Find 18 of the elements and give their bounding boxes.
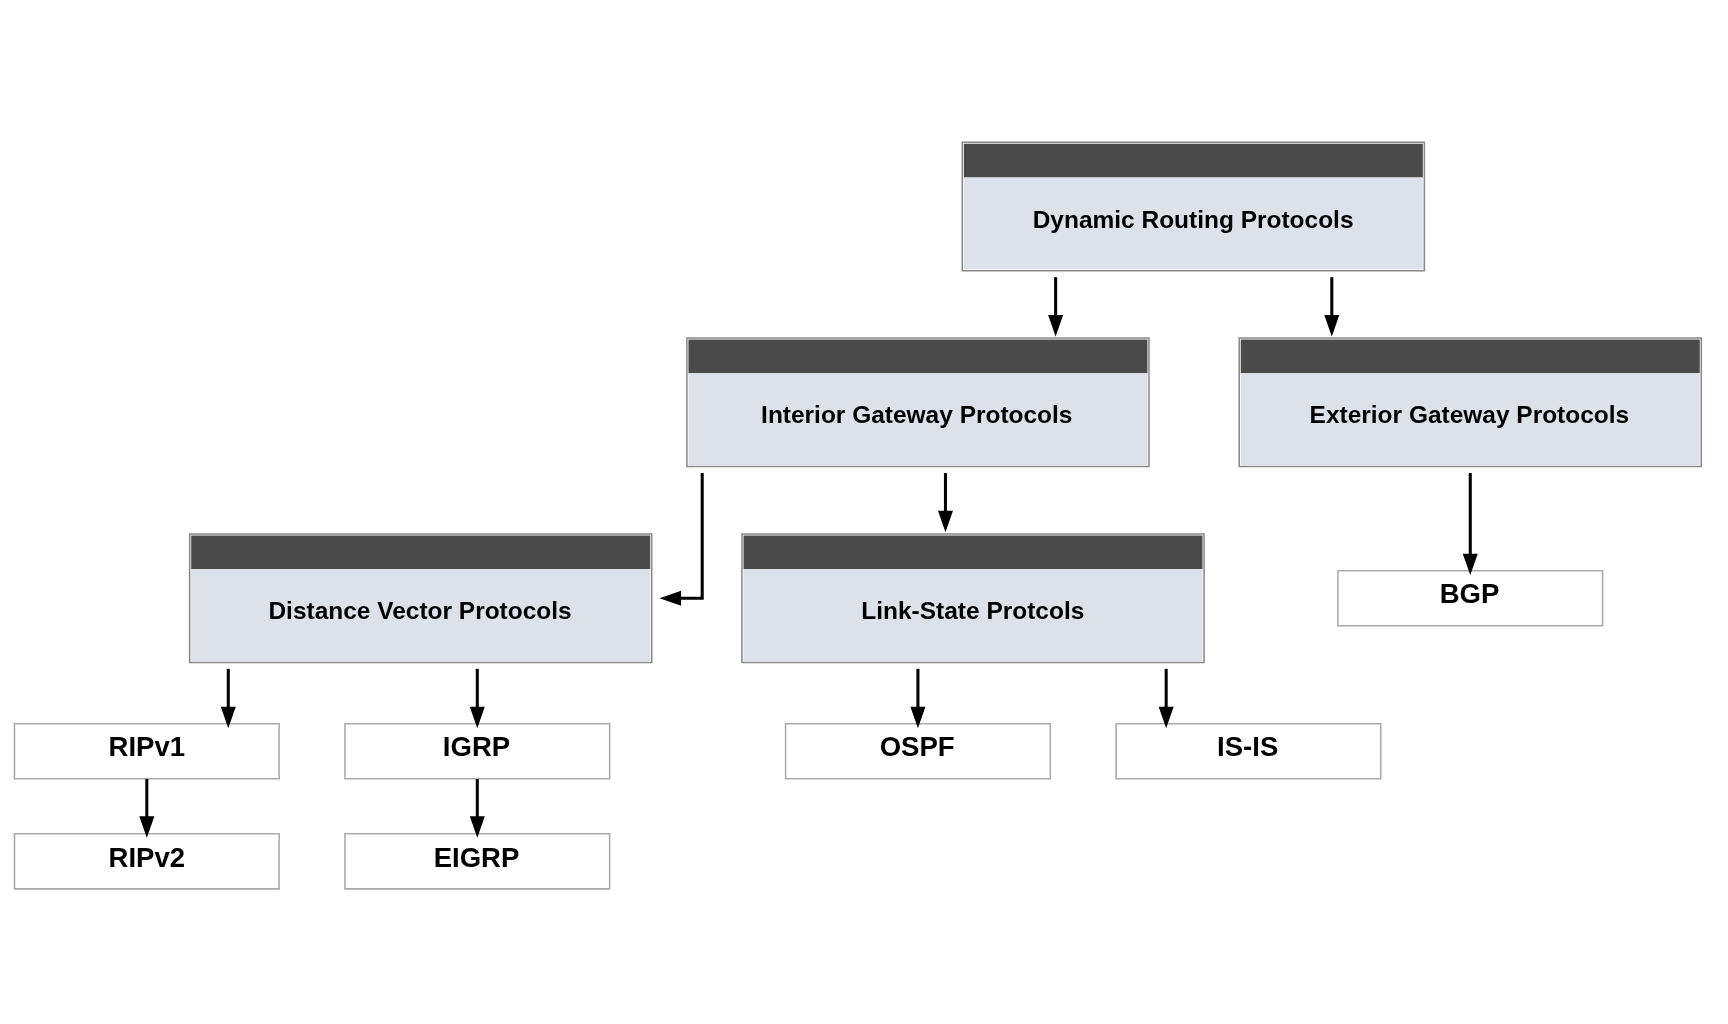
- node-box: RIPv2: [13, 832, 280, 890]
- node-box: BGP: [1337, 569, 1604, 626]
- arrow: [220, 668, 236, 728]
- node-box: EIGRP: [344, 832, 611, 890]
- arrow: [659, 472, 704, 606]
- node-box: OSPF: [784, 722, 1052, 779]
- arrow: [937, 472, 953, 532]
- arrow: [1324, 276, 1340, 336]
- arrow: [910, 668, 926, 728]
- arrow: [1462, 472, 1478, 575]
- node-box: IGRP: [344, 722, 611, 779]
- node-box: IS-IS: [1115, 722, 1382, 779]
- arrow: [469, 778, 485, 838]
- arrow: [1158, 668, 1174, 728]
- node-box: RIPv1: [13, 722, 280, 779]
- arrow: [139, 778, 155, 838]
- arrow: [1048, 276, 1064, 336]
- arrow: [469, 668, 485, 728]
